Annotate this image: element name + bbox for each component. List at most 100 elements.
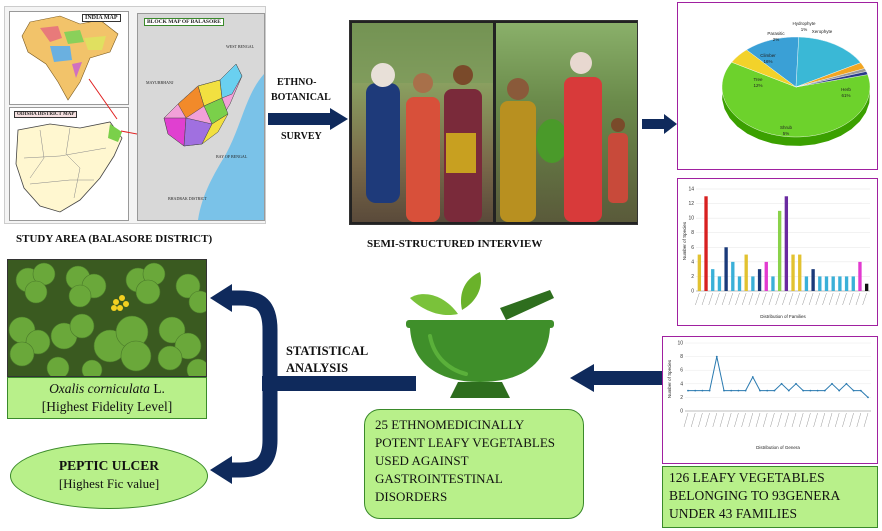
- bar-tick-label: 8: [691, 230, 694, 236]
- odisha-map: ODISHA DISTRICT MAP: [9, 107, 129, 221]
- line-point: [737, 389, 740, 392]
- line-point: [867, 396, 869, 399]
- interview-people-left: [352, 23, 493, 222]
- region-label-bhadrak: BHADRAK DISTRICT: [168, 196, 207, 201]
- peptic-ulcer-title: PEPTIC ULCER: [58, 458, 160, 473]
- line-category-mark: [770, 412, 775, 428]
- line-category-mark: [734, 412, 739, 428]
- pie-label: Xerophyte: [812, 29, 833, 34]
- pie-slice-herb: [721, 62, 871, 138]
- pie-slice-climber: [795, 36, 861, 88]
- pie-label: 2%: [773, 37, 780, 42]
- oxalis-photo: [7, 259, 207, 377]
- line-category-mark: [813, 412, 818, 428]
- pie-label: Herb: [841, 87, 851, 92]
- line-category-mark: [842, 412, 847, 428]
- bar-category-mark: [715, 292, 720, 306]
- line-point: [845, 382, 848, 385]
- pie-label: 1%: [801, 27, 808, 32]
- line-point: [859, 389, 862, 392]
- odisha-map-label: ODISHA DISTRICT MAP: [14, 111, 78, 118]
- bar-tick-label: 6: [691, 245, 694, 251]
- line-category-mark: [698, 412, 703, 428]
- pie-label: 5%: [783, 131, 790, 136]
- bar-category-mark: [849, 292, 854, 306]
- bar: [737, 276, 742, 291]
- line-tick-label: 4: [680, 381, 683, 387]
- line-x-axis-label: Distribution of Genera: [756, 445, 800, 450]
- line-category-mark: [712, 412, 718, 428]
- line-category-mark: [762, 412, 768, 428]
- pie-label: Tree: [753, 77, 763, 82]
- survey-label-line3: SURVEY: [281, 131, 322, 142]
- bar-tick-label: 4: [691, 259, 694, 265]
- line-category-mark: [777, 412, 782, 428]
- line-category-mark: [755, 412, 761, 428]
- interview-caption: SEMI-STRUCTURED INTERVIEW: [367, 238, 543, 250]
- statistical-label-line1: STATISTICAL: [286, 344, 369, 358]
- bar: [711, 269, 715, 291]
- bar-category-mark: [802, 292, 807, 306]
- line-point: [852, 389, 855, 392]
- survey-label-line1: ETHNO-: [277, 77, 317, 88]
- bar-category-mark: [721, 292, 727, 306]
- pie-label: Shrub: [780, 125, 793, 130]
- bar-category-mark: [822, 292, 827, 306]
- bar-category-mark: [768, 292, 774, 306]
- potent-vegetables-box: 25 ETHNOMEDICINALLY POTENT LEAFY VEGETAB…: [364, 409, 584, 519]
- pie-label: Climber: [760, 53, 776, 58]
- bar-tick-label: 14: [688, 187, 694, 193]
- line-tick-label: 0: [680, 409, 683, 415]
- potent-line-3: USED AGAINST: [375, 453, 469, 468]
- study-area-maps: INDIA MAP ODISHA DISTRICT MAP BLOCK MAP …: [4, 6, 266, 224]
- summary-line-2: BELONGING TO 93GENERA: [669, 488, 841, 503]
- line-point: [766, 389, 769, 392]
- line-y-axis-label: Number of Species: [667, 359, 672, 398]
- oxalis-caption-box: Oxalis corniculata L. [Highest Fidelity …: [7, 377, 207, 419]
- pie-slice-xerophyte: [795, 71, 868, 88]
- interview-people-right: [500, 52, 628, 222]
- bar: [704, 196, 708, 291]
- line-category-mark: [784, 412, 790, 428]
- bar-category-mark: [835, 292, 841, 306]
- potent-line-4: GASTROINTESTINAL: [375, 471, 503, 486]
- line-category-mark: [719, 412, 725, 428]
- bar: [731, 261, 735, 291]
- line-point: [694, 389, 697, 392]
- bar: [771, 276, 775, 291]
- oxalis-name-line: Oxalis corniculata L.: [8, 380, 206, 398]
- bar: [818, 276, 822, 291]
- line-point: [687, 389, 689, 392]
- bar: [811, 269, 815, 291]
- line-category-mark: [827, 412, 833, 428]
- india-map-label: INDIA MAP: [82, 14, 121, 22]
- line-point: [787, 389, 790, 392]
- block-map-label: BLOCK MAP OF BALASORE: [144, 18, 224, 26]
- line-point: [744, 389, 747, 392]
- bar-category-mark: [695, 292, 700, 306]
- pie-label: 16%: [763, 59, 772, 64]
- peptic-ulcer-ellipse: PEPTIC ULCER [Highest Fic value]: [10, 443, 208, 509]
- bar: [831, 276, 835, 291]
- block-map: BLOCK MAP OF BALASORE WEST BENGAL MAYURB…: [137, 13, 265, 221]
- bar-category-mark: [795, 292, 800, 306]
- line-series: [688, 356, 869, 398]
- bar-category-mark: [808, 292, 814, 306]
- bar: [804, 276, 809, 291]
- bar-category-mark: [828, 292, 834, 306]
- summary-box: 126 LEAFY VEGETABLES BELONGING TO 93GENE…: [662, 466, 878, 528]
- bar: [757, 269, 762, 291]
- line-category-mark: [806, 412, 811, 428]
- bar: [838, 276, 842, 291]
- interview-photo-right: [496, 23, 637, 222]
- summary-line-3: UNDER 43 FAMILIES: [669, 506, 797, 521]
- india-map-graphic: [21, 15, 119, 101]
- india-map: INDIA MAP: [9, 11, 129, 105]
- study-area-caption: STUDY AREA (BALASORE DISTRICT): [16, 233, 213, 245]
- bar: [858, 261, 862, 291]
- line-category-mark: [849, 412, 854, 428]
- line-point: [773, 389, 776, 392]
